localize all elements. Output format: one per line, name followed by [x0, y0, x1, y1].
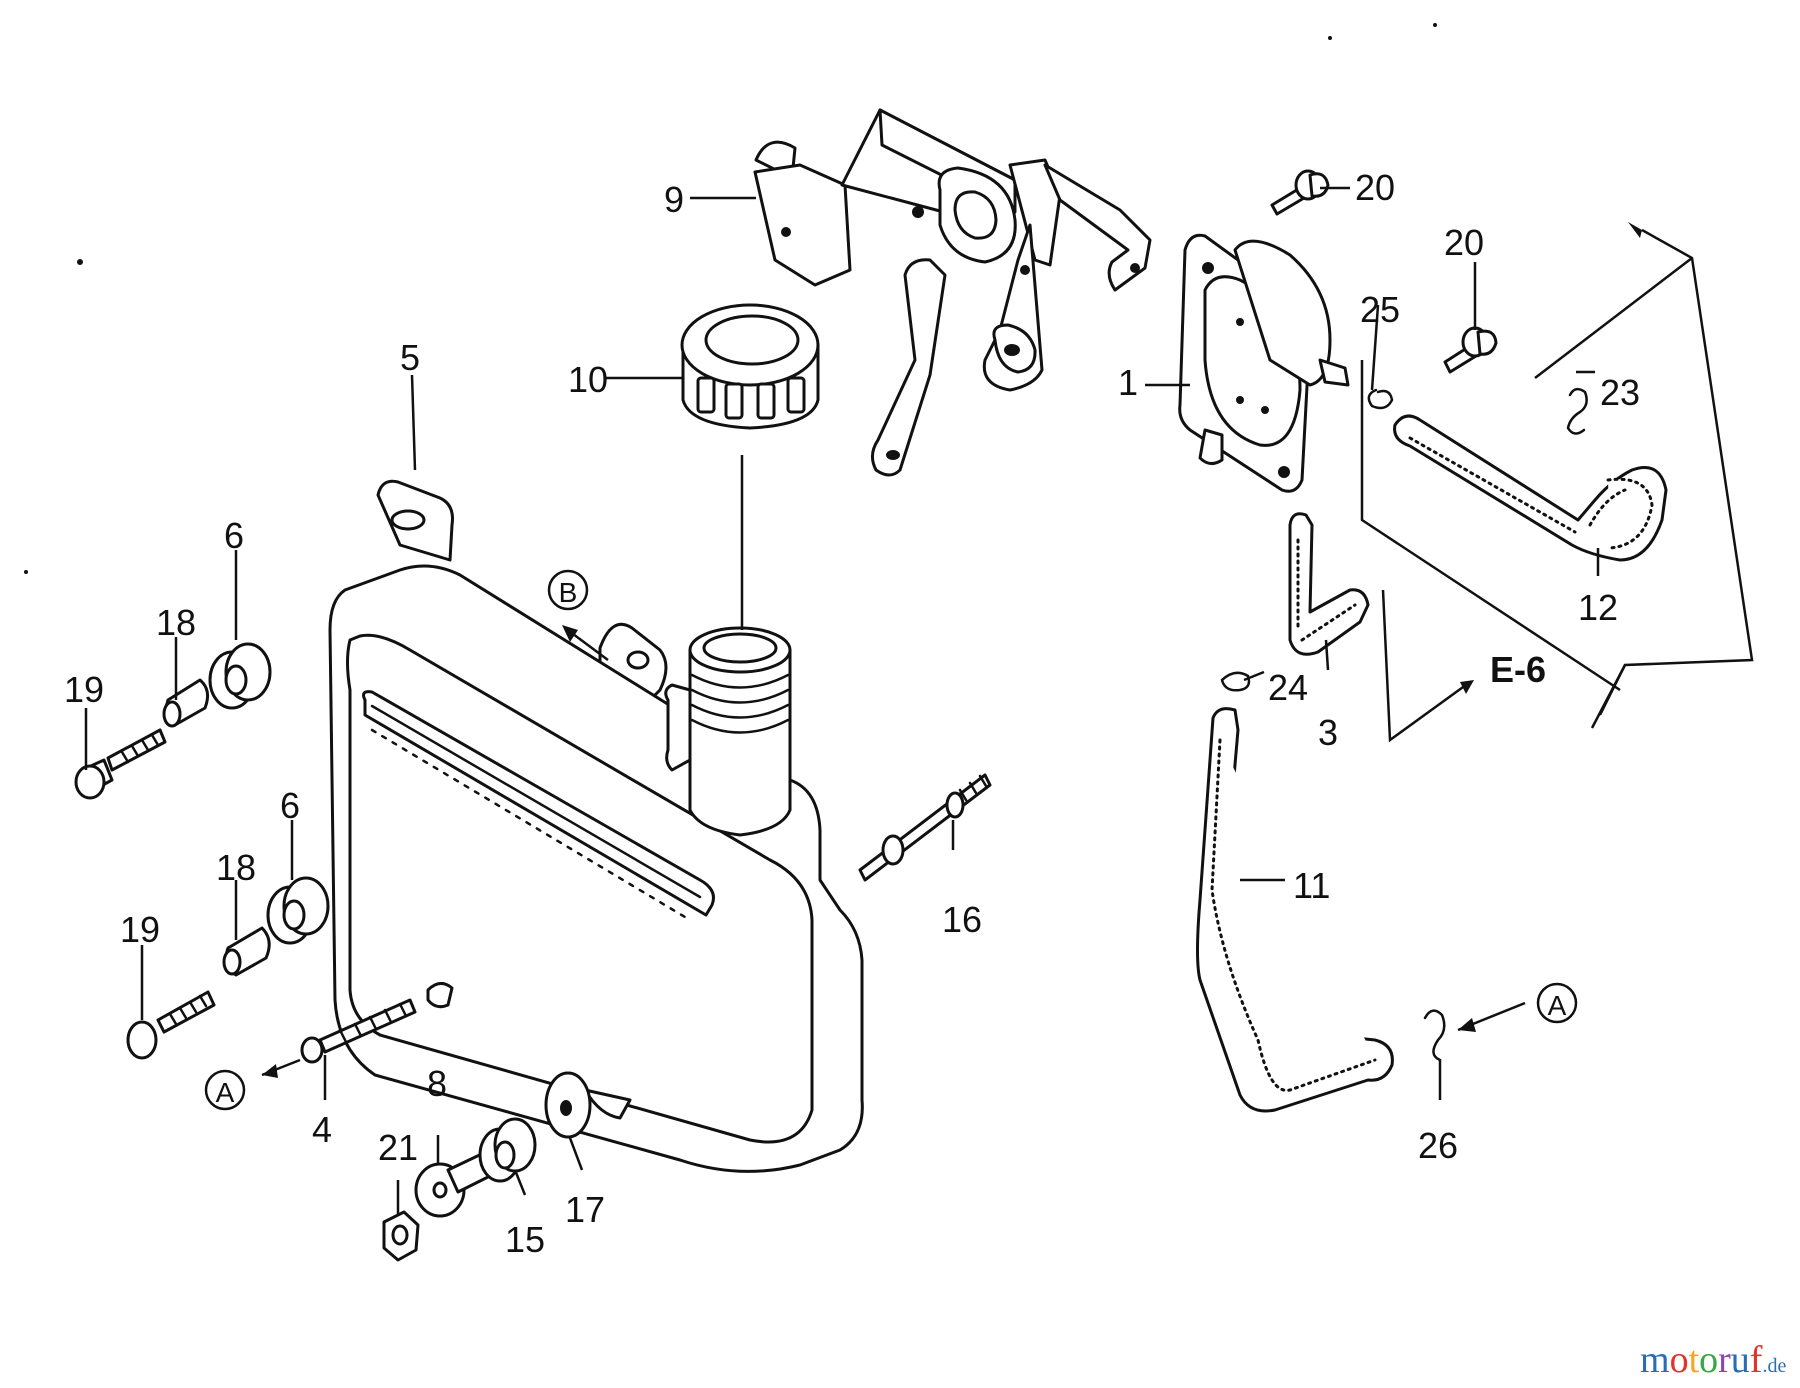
callout-8: 8	[427, 1063, 447, 1104]
fuel-hoses	[1196, 414, 1668, 1113]
svg-text:B: B	[559, 577, 578, 608]
callout-25: 25	[1360, 289, 1400, 330]
fuel-pump	[1178, 233, 1350, 493]
callout-labels: 1 3 4 5 6 6 8 9 10 11 12 15 16 17 18 18 …	[64, 167, 1640, 1260]
collar	[162, 678, 210, 728]
bolt	[1270, 169, 1330, 216]
nut	[382, 1210, 420, 1262]
callout-11: 11	[1293, 865, 1330, 906]
callout-4: 4	[312, 1109, 332, 1150]
callout-24: 24	[1268, 667, 1308, 708]
washer	[544, 1071, 592, 1139]
callout-16: 16	[942, 899, 982, 940]
drain-grommet	[478, 1117, 537, 1183]
fuel-tank	[328, 479, 864, 1173]
watermark-logo: motoruf.de	[1640, 1339, 1786, 1381]
cross-reference-label: E-6	[1490, 649, 1546, 690]
callout-3: 3	[1318, 712, 1338, 753]
callout-21: 21	[378, 1127, 418, 1168]
callout-15: 15	[505, 1219, 545, 1260]
svg-text:A: A	[1548, 990, 1567, 1021]
callout-19: 19	[120, 909, 160, 950]
mounting-bracket	[753, 108, 1152, 477]
bolt	[74, 728, 167, 800]
grommet	[208, 642, 272, 710]
hose-clip	[1367, 388, 1394, 410]
bolt	[1443, 326, 1498, 374]
callout-18: 18	[156, 602, 196, 643]
callout-26: 26	[1418, 1125, 1458, 1166]
callout-23: 23	[1600, 372, 1640, 413]
bolt	[300, 998, 417, 1064]
reference-marker-a: A	[1536, 982, 1578, 1024]
grommet	[266, 876, 330, 945]
leader-lines	[84, 186, 1754, 1215]
callout-10: 10	[568, 359, 608, 400]
callout-1: 1	[1118, 362, 1138, 403]
callout-5: 5	[400, 337, 420, 378]
collar	[222, 926, 271, 977]
callout-6: 6	[224, 515, 244, 556]
hose-clip	[1423, 1009, 1446, 1062]
reference-marker-a: A	[204, 1069, 246, 1111]
svg-text:A: A	[216, 1077, 235, 1108]
svg-text:motoruf.de: motoruf.de	[1640, 1339, 1786, 1381]
callout-6: 6	[280, 785, 300, 826]
callout-12: 12	[1578, 587, 1618, 628]
callout-17: 17	[565, 1189, 605, 1230]
callout-19: 19	[64, 669, 104, 710]
callout-18: 18	[216, 847, 256, 888]
callout-20: 20	[1444, 222, 1484, 263]
hose-clip	[1566, 387, 1588, 435]
callout-9: 9	[664, 179, 684, 220]
watermark-suffix: .de	[1762, 1355, 1786, 1377]
reference-marker-b: B	[547, 569, 589, 611]
stud	[858, 773, 992, 882]
bolt	[126, 990, 216, 1060]
hose-clip	[1220, 671, 1251, 692]
callout-20: 20	[1355, 167, 1395, 208]
fuel-cap	[680, 303, 820, 430]
watermark-text: motoruf	[1640, 1339, 1763, 1381]
